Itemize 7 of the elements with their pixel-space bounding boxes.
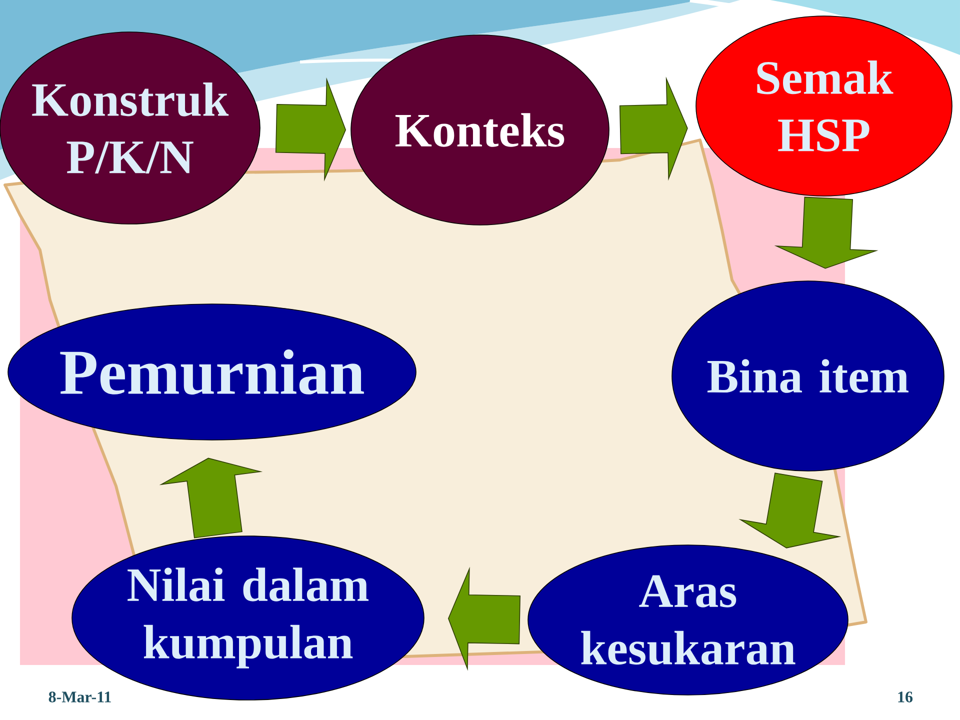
block-arrow — [275, 77, 346, 182]
page-number: 16 — [898, 692, 913, 702]
block-arrow — [159, 458, 263, 538]
block-arrow — [619, 76, 688, 181]
block-arrow — [738, 472, 842, 548]
block-arrow — [774, 196, 878, 269]
block-arrow — [448, 566, 520, 671]
